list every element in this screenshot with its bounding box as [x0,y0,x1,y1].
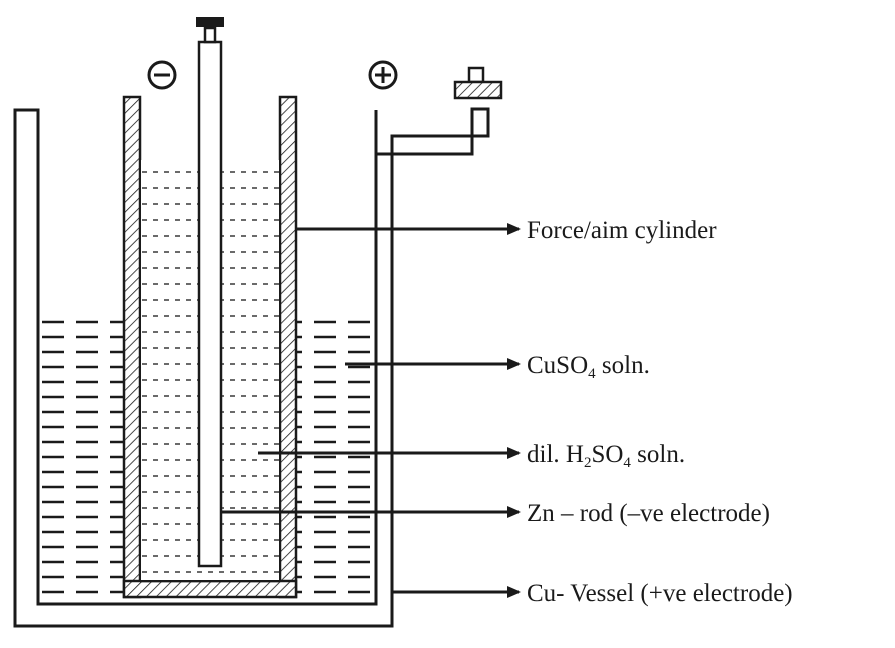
cu-label: Cu- Vessel (+ve electrode) [527,580,793,607]
porous-pot [122,95,298,599]
zinc-rod [196,17,224,568]
copper-vessel [13,107,490,628]
positive-terminal-screw [453,66,503,100]
cylinder-label: Force/aim cylinder [527,217,717,244]
zn-label: Zn – rod (–ve electrode) [527,500,770,527]
negative-terminal-icon [147,60,177,90]
h2so4-label: dil. H2SO4 soln. [527,441,685,471]
positive-terminal-icon [368,60,398,90]
cuso4-label: CuSO4 soln. [527,352,650,382]
